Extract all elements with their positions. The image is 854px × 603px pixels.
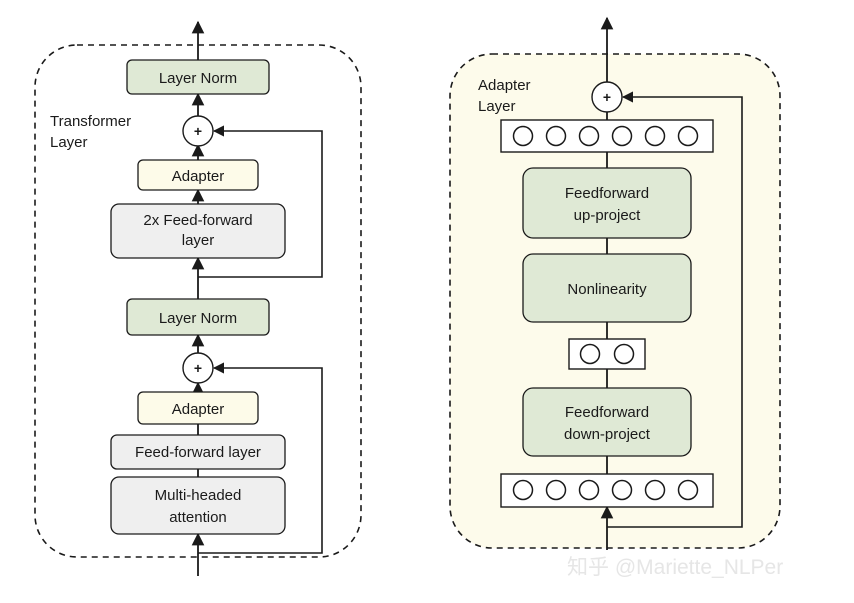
neuron-unit bbox=[611, 125, 633, 147]
layer-norm-top: Layer Norm bbox=[126, 59, 270, 95]
adapter-title-line1: Adapter bbox=[478, 77, 531, 94]
neuron-unit bbox=[613, 343, 635, 365]
input-vector bbox=[500, 473, 714, 508]
neuron-unit bbox=[677, 125, 699, 147]
down-project-label-line1: Feedforward bbox=[565, 404, 649, 421]
neuron-unit bbox=[545, 125, 567, 147]
neuron-unit bbox=[579, 343, 601, 365]
neuron-unit bbox=[512, 479, 534, 501]
neuron-unit bbox=[677, 479, 699, 501]
ffn-2x-label-line2: layer bbox=[182, 232, 215, 249]
nonlinearity: Nonlinearity bbox=[522, 253, 692, 323]
plus-icon: + bbox=[603, 89, 611, 105]
plus-icon: + bbox=[194, 360, 202, 376]
neuron-unit bbox=[545, 479, 567, 501]
residual-connection-bottom bbox=[198, 362, 323, 554]
neuron-unit bbox=[611, 479, 633, 501]
layer-norm-bottom-label: Layer Norm bbox=[159, 310, 237, 327]
mha-label-line2: attention bbox=[169, 509, 227, 526]
up-project-label-line1: Feedforward bbox=[565, 185, 649, 202]
output-vector bbox=[500, 119, 714, 153]
nonlinearity-label: Nonlinearity bbox=[567, 281, 647, 298]
residual-connection-top bbox=[198, 125, 323, 278]
multi-headed-attention: Multi-headed attention bbox=[110, 476, 286, 535]
feedforward-up-project: Feedforward up-project bbox=[522, 167, 692, 239]
mha-label-line1: Multi-headed bbox=[155, 487, 242, 504]
up-project-label-line2: up-project bbox=[574, 207, 642, 224]
ffn-layer-label: Feed-forward layer bbox=[135, 444, 261, 461]
residual-add-top: + bbox=[182, 115, 214, 147]
transformer-title-line2: Layer bbox=[50, 134, 88, 151]
ffn-2x-layer: 2x Feed-forward layer bbox=[110, 203, 286, 259]
layer-norm-top-label: Layer Norm bbox=[159, 70, 237, 87]
ffn-2x-label-line1: 2x Feed-forward bbox=[143, 212, 252, 229]
ffn-layer: Feed-forward layer bbox=[110, 434, 286, 470]
adapter-skip-connection bbox=[607, 91, 743, 528]
transformer-title-line1: Transformer bbox=[50, 113, 131, 130]
residual-add-bottom: + bbox=[182, 352, 214, 384]
adapter-residual-add: + bbox=[591, 81, 623, 113]
adapter-title-line2: Layer bbox=[478, 98, 516, 115]
bottleneck-vector bbox=[568, 338, 646, 370]
down-project-label-line2: down-project bbox=[564, 426, 651, 443]
adapter-top: Adapter bbox=[137, 159, 259, 191]
neuron-unit bbox=[512, 125, 534, 147]
neuron-unit bbox=[644, 479, 666, 501]
plus-icon: + bbox=[194, 123, 202, 139]
watermark: 知乎 @Mariette_NLPer bbox=[567, 556, 783, 579]
neuron-unit bbox=[578, 125, 600, 147]
neuron-unit bbox=[578, 479, 600, 501]
adapter-bottom: Adapter bbox=[137, 391, 259, 425]
adapter-top-label: Adapter bbox=[172, 168, 225, 185]
layer-norm-bottom: Layer Norm bbox=[126, 298, 270, 336]
feedforward-down-project: Feedforward down-project bbox=[522, 387, 692, 457]
neuron-unit bbox=[644, 125, 666, 147]
adapter-bottom-label: Adapter bbox=[172, 401, 225, 418]
